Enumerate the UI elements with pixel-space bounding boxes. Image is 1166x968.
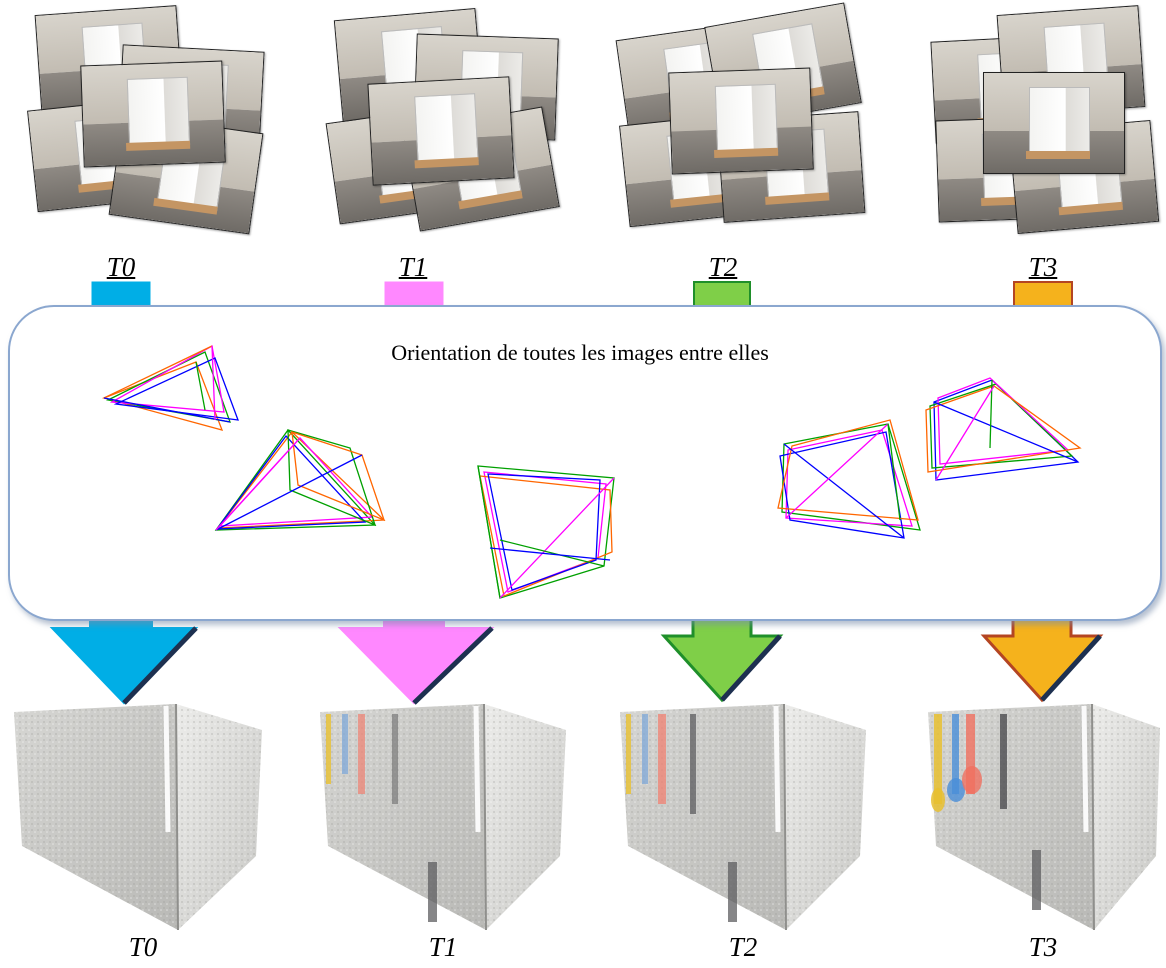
frustum-cluster: [477, 465, 615, 599]
epoch-label-t1: T1: [398, 252, 428, 282]
model-t0: [14, 703, 262, 931]
frustum-cluster: [214, 428, 386, 531]
model-t1: [320, 703, 566, 931]
arrow-t2: [660, 281, 784, 703]
bottom-label-t3: T3: [1028, 932, 1058, 962]
epoch-label-t0: T0: [106, 252, 136, 282]
bottom-label-t0: T0: [128, 932, 158, 962]
orientation-frame: [8, 305, 1162, 621]
model-t2: [620, 703, 866, 931]
epoch-label-t2: T2: [708, 252, 738, 282]
bottom-label-t1: T1: [428, 932, 458, 962]
frustum-cluster: [101, 344, 239, 431]
frame-title: Orientation de toutes les images entre e…: [391, 340, 769, 365]
photo-collage-t3: [925, 5, 1160, 234]
photo: [983, 72, 1125, 174]
epoch-label-t3: T3: [1028, 252, 1058, 282]
frustum-cluster: [777, 419, 921, 539]
frustum-cluster: [925, 377, 1082, 481]
model-t3: [928, 703, 1160, 931]
bottom-label-t2: T2: [728, 932, 758, 962]
